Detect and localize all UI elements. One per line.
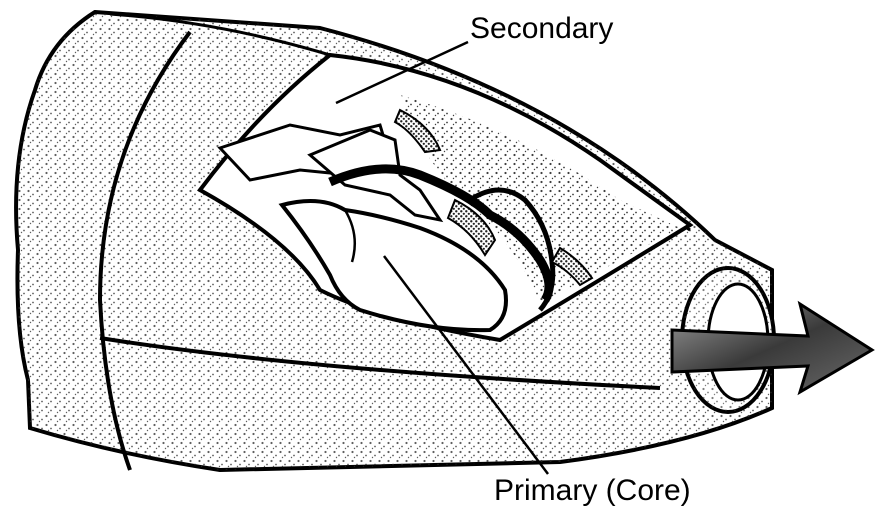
primary-core-label: Primary (Core) [494, 476, 691, 506]
secondary-label: Secondary [470, 14, 613, 44]
